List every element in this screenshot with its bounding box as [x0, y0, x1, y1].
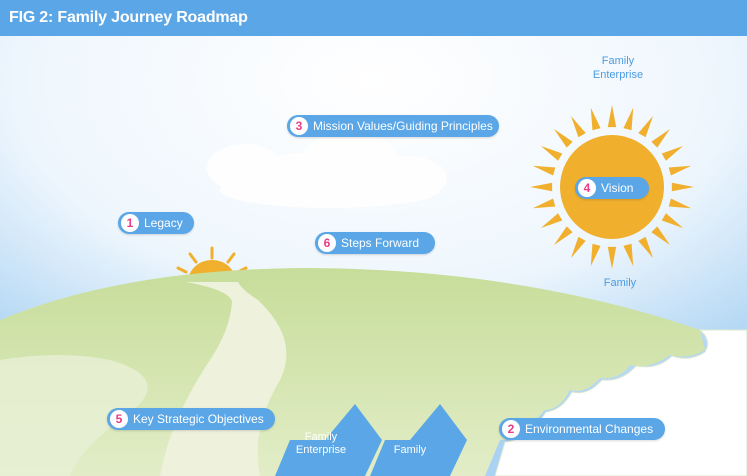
sun-ray — [661, 146, 684, 161]
sun-ray — [590, 107, 601, 131]
sun-ray — [607, 105, 617, 128]
header-bar: FIG 2: Family Journey Roadmap — [0, 0, 747, 36]
step-mission-values: 3 Mission Values/Guiding Principles — [287, 115, 499, 137]
arrow-label-family: Family — [393, 444, 427, 456]
step-steps-forward: 6 Steps Forward — [315, 232, 435, 254]
sun-ray — [554, 129, 573, 148]
step-vision: 4 Vision — [575, 177, 649, 199]
step-legacy: 1 Legacy — [118, 212, 194, 234]
sun-ray — [540, 213, 563, 228]
arrow-family-enterprise — [275, 404, 382, 476]
arrow-label-family-enterprise: Family Enterprise — [288, 431, 354, 457]
sun-ray — [571, 115, 586, 138]
step-number-1: 1 — [121, 214, 139, 232]
sun-ray — [532, 198, 556, 209]
step-number-2: 2 — [502, 420, 520, 438]
sun-ray — [668, 165, 692, 176]
step-number-4: 4 — [578, 179, 596, 197]
sun-ray — [607, 246, 617, 269]
step-number-3: 3 — [290, 117, 308, 135]
arrow-label-left-line2: Enterprise — [295, 444, 347, 456]
step-label-mission-values: Mission Values/Guiding Principles — [313, 119, 493, 133]
step-label-legacy: Legacy — [144, 216, 183, 230]
arrow-family — [370, 404, 467, 476]
sun-label-top-line2: Enterprise — [592, 69, 644, 81]
sun-ray — [623, 243, 634, 267]
step-number-5: 5 — [110, 410, 128, 428]
sun-ray — [540, 146, 563, 161]
sun-label-top-line1: Family — [601, 55, 635, 67]
sun-ray — [532, 165, 556, 176]
sun-ray — [530, 182, 553, 192]
sun-ray — [661, 213, 684, 228]
sun-ray — [571, 236, 586, 259]
step-environmental-changes: 2 Environmental Changes — [499, 418, 665, 440]
sun-ray — [668, 198, 692, 209]
sun-ray — [554, 226, 573, 245]
arrow-label-left-line1: Family — [304, 431, 338, 443]
step-label-vision: Vision — [601, 181, 634, 195]
sun-label-family: Family — [603, 277, 637, 289]
step-number-6: 6 — [318, 234, 336, 252]
sun-label-family-enterprise: Family Enterprise — [580, 54, 656, 82]
page-title: FIG 2: Family Journey Roadmap — [9, 9, 248, 26]
sun-ray — [623, 107, 634, 131]
step-key-strategic-objectives: 5 Key Strategic Objectives — [107, 408, 275, 430]
step-label-steps-forward: Steps Forward — [341, 236, 420, 250]
sun-ray — [638, 236, 653, 259]
sun-ray — [651, 226, 670, 245]
cloud — [207, 132, 447, 208]
sun-ray — [638, 115, 653, 138]
foreground-meadow — [0, 355, 148, 476]
sun-ray — [651, 129, 670, 148]
sun-ray — [671, 182, 694, 192]
step-label-key-strategic-objectives: Key Strategic Objectives — [133, 412, 264, 426]
step-label-environmental-changes: Environmental Changes — [525, 422, 654, 436]
sun-ray — [590, 243, 601, 267]
